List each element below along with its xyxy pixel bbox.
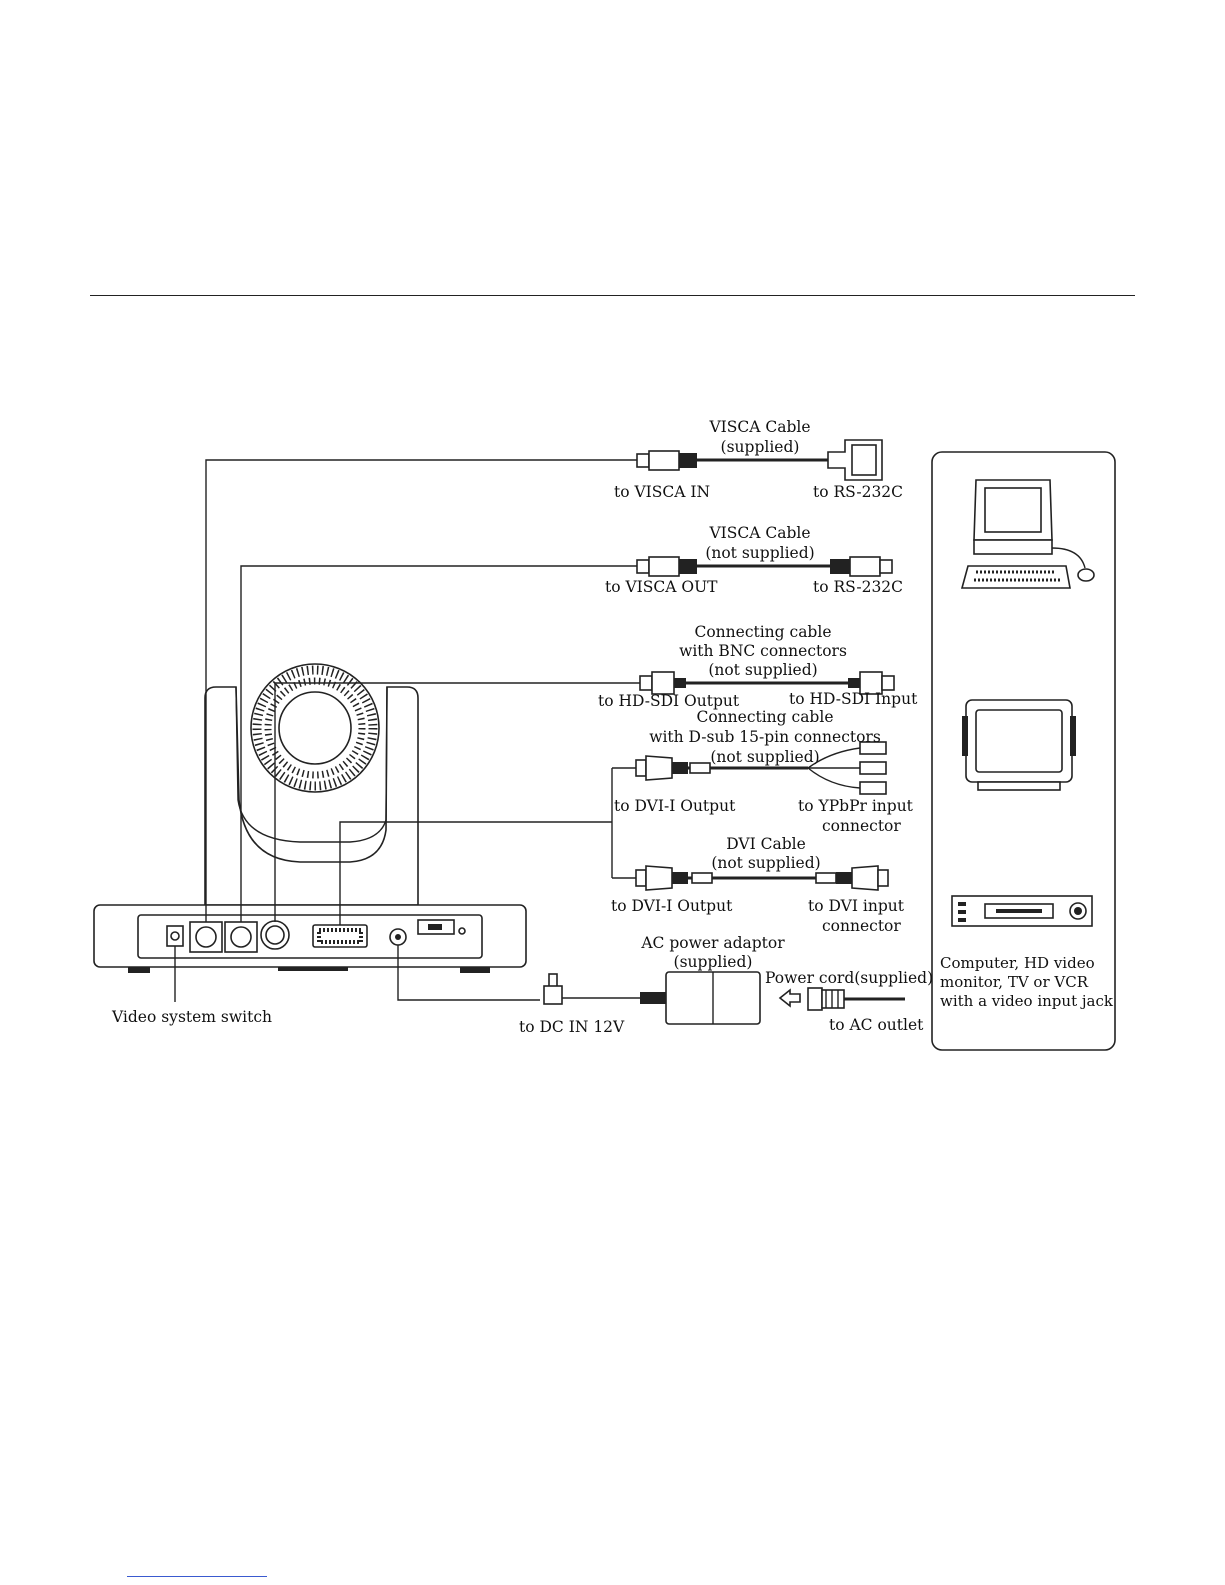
bnc-cable	[639, 671, 895, 695]
device-caption-line3: with a video input jack	[940, 992, 1114, 1010]
dvi-right-label2: connector	[822, 917, 901, 935]
computer-icon	[960, 479, 1095, 589]
visca-in-right-label: to RS-232C	[813, 483, 903, 501]
visca-out-cable-title: VISCA Cable	[708, 524, 810, 542]
vcr-icon	[951, 895, 1093, 927]
visca-in-cable	[636, 439, 883, 481]
bnc-cable-title1: Connecting cable	[694, 623, 831, 641]
bnc-left-label: to HD-SDI Output	[598, 692, 740, 710]
visca-in-cable-supply: (supplied)	[721, 438, 800, 456]
bnc-cable-title2: with BNC connectors	[679, 642, 847, 660]
device-panel	[931, 451, 1116, 1051]
video-switch-label: Video system switch	[111, 1008, 272, 1026]
dvi-cable	[635, 865, 889, 891]
dsub-cable-title1: Connecting cable	[696, 708, 833, 726]
dvi-left-label: to DVI-I Output	[611, 897, 733, 915]
camera-illustration	[93, 663, 527, 973]
device-caption-line1: Computer, HD video	[940, 954, 1095, 972]
dsub-cable-supply: (not supplied)	[710, 748, 819, 766]
visca-out-cable	[636, 556, 893, 577]
ac-outlet-label: to AC outlet	[829, 1016, 924, 1034]
visca-out-left-label: to VISCA OUT	[605, 578, 718, 596]
device-caption-line2: monitor, TV or VCR	[940, 973, 1089, 991]
labels: VISCA Cable (supplied) to VISCA IN to RS…	[111, 418, 1114, 1036]
dvi-cable-title: DVI Cable	[726, 835, 806, 853]
adaptor-supply: (supplied)	[674, 953, 753, 971]
dsub-right-label1: to YPbPr input	[798, 797, 914, 815]
monitor-icon	[962, 699, 1076, 791]
dc-in-label: to DC IN 12V	[519, 1018, 625, 1036]
dsub-ypbpr-cable	[635, 741, 887, 795]
dsub-left-label: to DVI-I Output	[614, 797, 736, 815]
power-adaptor	[543, 971, 905, 1025]
dsub-cable-title2: with D-sub 15-pin connectors	[649, 728, 881, 746]
adaptor-title: AC power adaptor	[640, 934, 785, 952]
power-cord-label: Power cord(supplied)	[765, 969, 933, 987]
visca-in-cable-title: VISCA Cable	[708, 418, 810, 436]
footer-rule	[127, 1576, 267, 1577]
dvi-cable-supply: (not supplied)	[711, 854, 820, 872]
bnc-right-label: to HD-SDI Input	[789, 690, 918, 708]
visca-out-cable-supply: (not supplied)	[705, 544, 814, 562]
bnc-cable-supply: (not supplied)	[708, 661, 817, 679]
dsub-right-label2: connector	[822, 817, 901, 835]
section-divider	[90, 295, 1135, 296]
visca-in-left-label: to VISCA IN	[614, 483, 710, 501]
connection-lines	[174, 459, 640, 1002]
visca-out-right-label: to RS-232C	[813, 578, 903, 596]
dvi-right-label1: to DVI input	[808, 897, 905, 915]
